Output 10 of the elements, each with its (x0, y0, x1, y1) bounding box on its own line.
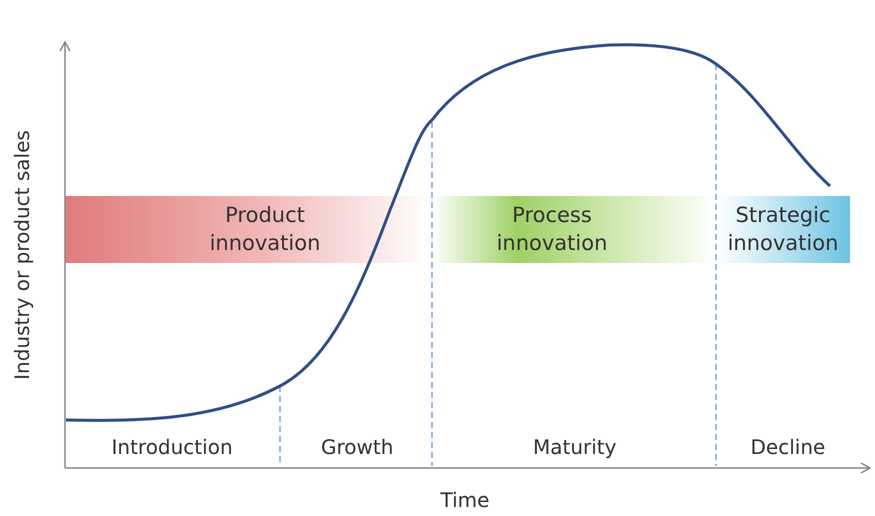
stage-label: Maturity (533, 435, 616, 459)
band-label: Product innovation (208, 202, 322, 256)
band-label: Process innovation (496, 202, 608, 256)
band-label: Strategic innovation (726, 202, 840, 256)
stage-label: Introduction (112, 435, 233, 459)
innovation-band (716, 196, 850, 263)
stage-label: Decline (750, 435, 826, 459)
axis-title: Industry or product sales (10, 130, 34, 380)
stage-label: Growth (321, 435, 394, 459)
axis-title: Time (440, 488, 490, 512)
